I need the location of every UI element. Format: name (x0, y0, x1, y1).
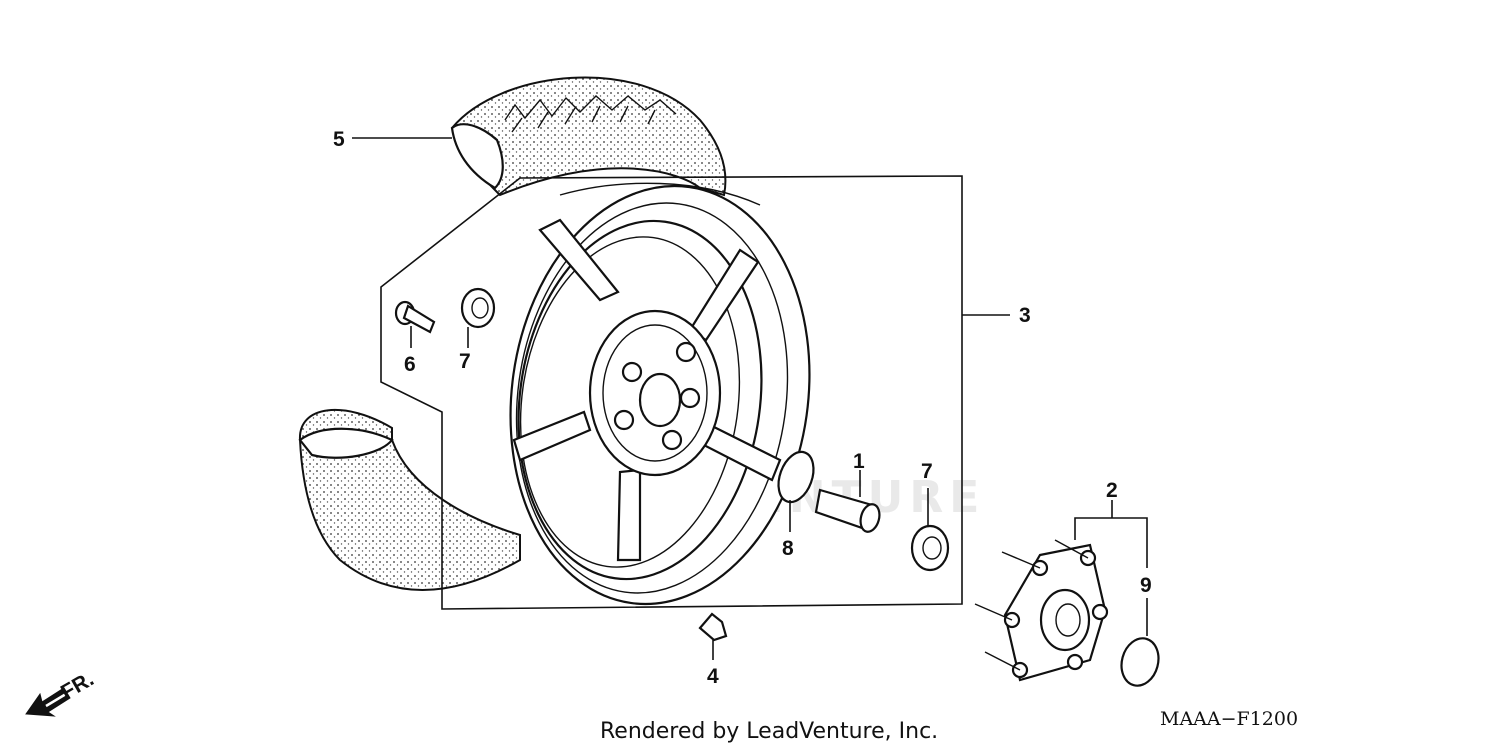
front-arrow-icon (25, 687, 71, 717)
callout-6: 6 (404, 353, 416, 376)
callout-5: 5 (333, 128, 345, 151)
callout-7-left: 7 (459, 350, 471, 373)
balance-weight[interactable] (698, 612, 728, 642)
bearing-right[interactable] (910, 524, 950, 572)
final-driven-flange[interactable] (974, 539, 1109, 682)
tire[interactable] (298, 76, 727, 591)
collar[interactable] (814, 488, 882, 534)
callout-3: 3 (1019, 304, 1031, 327)
callout-4: 4 (707, 665, 719, 688)
diagram-code: MAAA−F1200 (1160, 708, 1298, 730)
bearing-left[interactable] (460, 287, 496, 329)
wheel-assembly-bracket (380, 175, 963, 610)
callout-2: 2 (1106, 479, 1118, 502)
valve-stem[interactable] (394, 300, 436, 334)
o-ring-9[interactable] (1116, 634, 1163, 690)
callout-1: 1 (853, 450, 865, 473)
callout-8: 8 (782, 537, 794, 560)
callout-9: 9 (1140, 574, 1152, 597)
cast-wheel[interactable] (484, 166, 836, 623)
callout-7-right: 7 (921, 460, 933, 483)
rendered-by-text: Rendered by LeadVenture, Inc. (600, 719, 938, 744)
o-ring-8[interactable] (772, 447, 820, 507)
